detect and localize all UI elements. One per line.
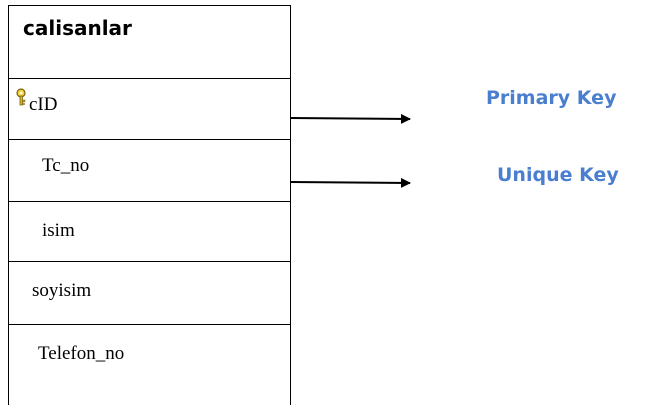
table-row: soyisim — [9, 262, 290, 325]
table-title: calisanlar — [23, 16, 132, 40]
arrow-unique-key — [289, 177, 411, 188]
primary-key-label: Primary Key — [486, 87, 617, 109]
table-row: Tc_no — [9, 140, 290, 202]
key-icon — [16, 88, 26, 106]
field-isim: isim — [42, 220, 75, 241]
field-cID: cID — [29, 94, 58, 115]
unique-key-label: Unique Key — [497, 164, 619, 186]
entity-table: calisanlar cID Tc_no isim soyisim Telefo… — [8, 5, 291, 405]
field-telefon-no: Telefon_no — [38, 343, 125, 364]
table-row: cID — [9, 79, 290, 140]
table-row: isim — [9, 202, 290, 262]
field-tc-no: Tc_no — [42, 155, 90, 176]
field-soyisim: soyisim — [32, 280, 92, 301]
table-row: Telefon_no — [9, 325, 290, 406]
table-header: calisanlar — [9, 6, 290, 79]
arrow-primary-key — [289, 113, 411, 124]
